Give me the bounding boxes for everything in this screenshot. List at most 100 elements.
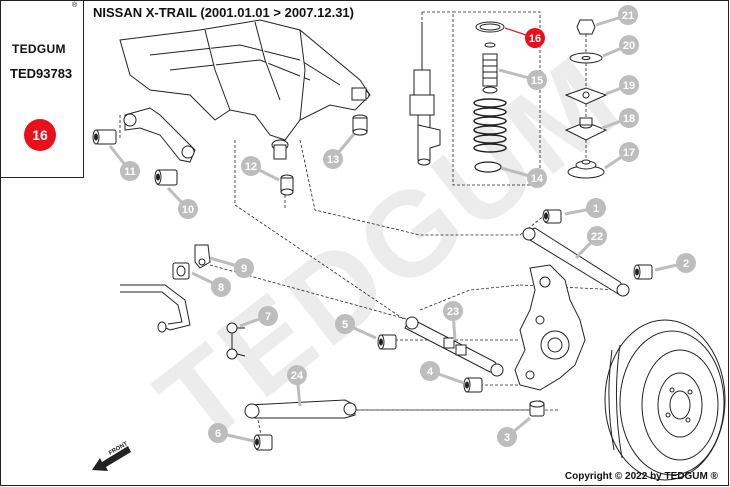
callout-number-2: 2 [683, 258, 689, 270]
bushing-3 [529, 400, 545, 417]
callout-number-9: 9 [241, 263, 247, 275]
upper-link-arm [123, 107, 196, 163]
bump-stop-15 [482, 53, 498, 94]
callout-number-15: 15 [531, 75, 543, 87]
callout-number-6: 6 [215, 428, 221, 440]
callout-number-13: 13 [327, 154, 339, 166]
callout-balloon-7 [258, 306, 278, 326]
bushing-11 [92, 129, 117, 145]
callout-balloon-22 [587, 226, 607, 246]
callout-balloon-20 [619, 35, 639, 55]
bushing-4 [463, 377, 483, 393]
callout-16: 16 [504, 27, 545, 48]
callout-17: 17 [604, 142, 639, 170]
callout-balloon-23 [443, 301, 463, 321]
callout-balloon-4 [420, 361, 440, 381]
callout-number-16: 16 [529, 33, 541, 45]
top-seal-ring-16 [475, 21, 505, 33]
callout-number-7: 7 [265, 311, 271, 323]
callout-balloon-2 [676, 253, 696, 273]
callout-number-11: 11 [124, 166, 136, 178]
wheel-tire [604, 319, 726, 481]
callout-balloon-10 [178, 199, 198, 219]
callout-number-19: 19 [623, 80, 635, 92]
callout-number-1: 1 [593, 203, 599, 215]
callout-3: 3 [497, 416, 531, 447]
spring-washer [484, 42, 496, 48]
callout-12: 12 [241, 156, 280, 182]
callout-number-22: 22 [591, 231, 603, 243]
callout-number-5: 5 [342, 319, 348, 331]
callout-15: 15 [498, 68, 547, 90]
callout-number-18: 18 [623, 113, 635, 125]
coil-spring [473, 98, 507, 153]
callout-19: 19 [605, 75, 639, 96]
callout-balloon-12 [241, 156, 261, 176]
callout-number-24: 24 [291, 370, 304, 382]
callout-6: 6 [208, 423, 255, 443]
registered-mark: ® [72, 2, 78, 9]
brand-name: TEDGUM [12, 42, 66, 56]
shock-absorber [409, 22, 441, 166]
callout-balloon-21 [618, 5, 638, 25]
callout-balloon-3 [497, 427, 517, 447]
callout-number-4: 4 [427, 366, 434, 378]
mount-17 [567, 159, 605, 179]
bushing-5 [377, 334, 397, 350]
lateral-link-22 [522, 227, 630, 297]
callout-number-10: 10 [182, 204, 194, 216]
callout-balloon-5 [335, 314, 355, 334]
callout-number-8: 8 [218, 282, 224, 294]
callout-balloon-17 [619, 142, 639, 162]
callout-number-14: 14 [531, 173, 544, 185]
callout-5: 5 [335, 314, 377, 340]
callout-24: 24 [287, 365, 307, 407]
callout-balloon-16 [525, 28, 545, 48]
bushing-10 [154, 169, 178, 186]
callout-9: 9 [209, 256, 254, 278]
stabilizer-bar [120, 284, 191, 333]
trailing-link-24 [244, 399, 357, 419]
callout-number-23: 23 [447, 306, 459, 318]
callout-balloon-15 [527, 70, 547, 90]
part-code: TED93783 [10, 66, 73, 81]
copyright: Copyright © 2022 by TEDGUM ® [564, 471, 718, 482]
stabilizer-bushing-8 [172, 262, 190, 280]
wheel-knuckle [514, 264, 586, 391]
callout-balloon-24 [287, 365, 307, 385]
callout-balloon-19 [619, 75, 639, 95]
rear-subframe [119, 19, 371, 160]
callout-number-3: 3 [504, 432, 510, 444]
callout-balloon-11 [120, 161, 140, 181]
plate-19 [564, 87, 608, 105]
callout-4: 4 [420, 361, 465, 385]
nut-21 [576, 19, 596, 35]
bushing-2 [633, 264, 653, 280]
callout-1: 1 [564, 198, 606, 218]
callout-balloon-8 [211, 277, 231, 297]
callout-13: 13 [323, 133, 356, 169]
stabilizer-link-7 [226, 322, 246, 360]
callout-balloon-18 [619, 108, 639, 128]
callout-balloon-14 [527, 168, 547, 188]
brand-info-box: ® TEDGUM TED93783 16 [0, 0, 84, 178]
lateral-link-23 [404, 316, 504, 377]
callout-21: 21 [595, 5, 638, 27]
callout-balloon-9 [234, 258, 254, 278]
callout-number-17: 17 [623, 147, 635, 159]
callout-8: 8 [191, 271, 231, 297]
callout-number-21: 21 [622, 10, 634, 22]
stabilizer-bracket-9 [194, 244, 211, 269]
callout-number-12: 12 [245, 161, 257, 173]
callout-2: 2 [654, 253, 696, 273]
mount-18 [564, 117, 608, 141]
callout-balloon-1 [586, 198, 606, 218]
callout-23: 23 [443, 301, 463, 341]
bushing-13 [352, 114, 368, 136]
highlight-badge: 16 [24, 119, 56, 151]
callout-22: 22 [574, 226, 607, 260]
